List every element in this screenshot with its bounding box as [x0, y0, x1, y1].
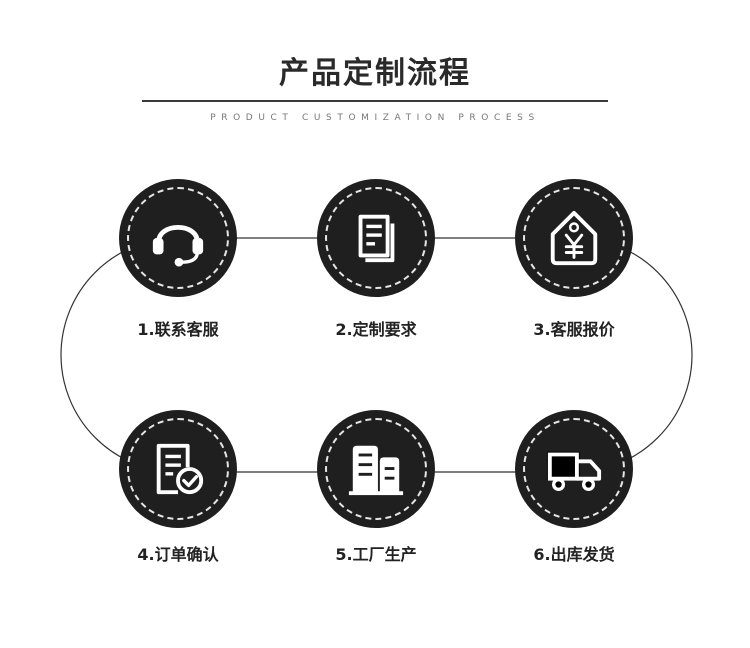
page-subtitle: PRODUCT CUSTOMIZATION PROCESS: [210, 113, 540, 123]
step-6-ring: [523, 418, 625, 520]
title-divider: [142, 100, 608, 102]
document-check-icon: [156, 443, 204, 495]
step-2-ring: [325, 187, 427, 289]
delivery-truck-icon: [546, 451, 602, 491]
headset-icon: [152, 225, 204, 267]
step-5-label: 5.工厂生产: [335, 545, 417, 564]
document-stack-icon: [358, 214, 395, 263]
step-1-circle: [119, 179, 237, 297]
step-2-label: 2.定制要求: [335, 320, 417, 339]
step-5-circle: [317, 410, 435, 528]
step-1-label: 1.联系客服: [137, 320, 219, 339]
page-title: 产品定制流程: [279, 56, 471, 91]
step-4-label: 4.订单确认: [137, 545, 219, 564]
step-3-label: 3.客服报价: [533, 320, 615, 339]
step-1-ring: [127, 187, 229, 289]
step-5-ring: [325, 418, 427, 520]
step-3-ring: [523, 187, 625, 289]
step-3-circle: [515, 179, 633, 297]
step-2-circle: [317, 179, 435, 297]
step-6-label: 6.出库发货: [533, 545, 615, 564]
step-4-ring: [127, 418, 229, 520]
step-6-circle: [515, 410, 633, 528]
price-tag-yuan-icon: [550, 210, 598, 266]
step-4-circle: [119, 410, 237, 528]
factory-buildings-icon: [348, 445, 404, 496]
